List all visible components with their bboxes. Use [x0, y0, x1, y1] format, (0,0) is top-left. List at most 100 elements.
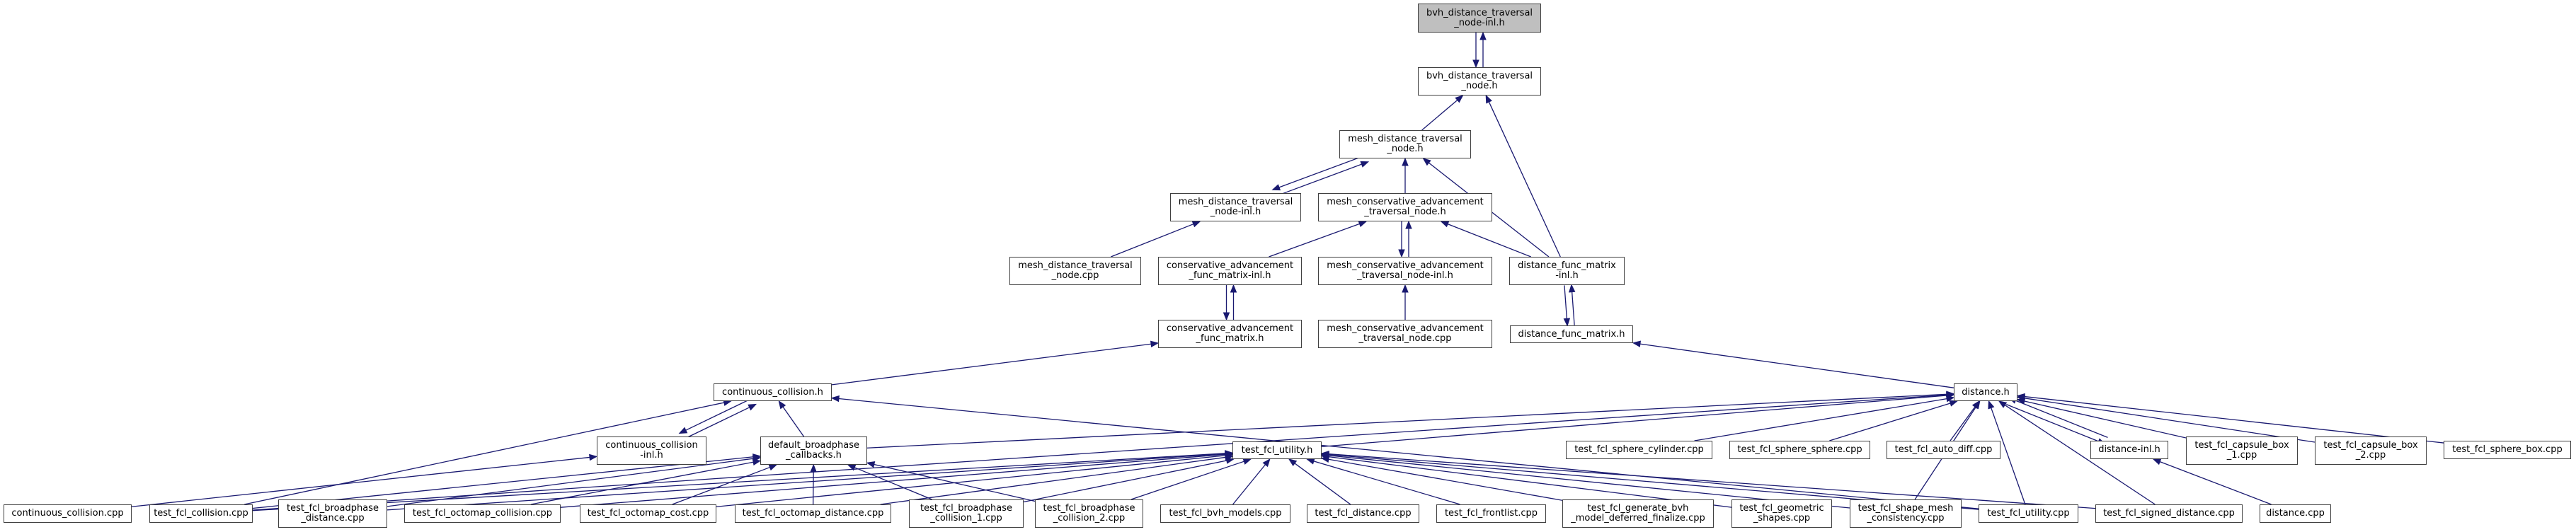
arrowhead-icon — [1998, 400, 2008, 408]
include-edge-signed_distance-to-distance_h — [2004, 404, 2156, 505]
include-edge-distance_h-to-dfm — [1639, 343, 1954, 388]
arrowhead-icon — [1440, 221, 1450, 228]
include-edge-collision_cpp-to-tfu_h — [252, 453, 1226, 511]
node-label-line: distance.cpp — [2266, 508, 2325, 519]
node-label-line: _func_matrix-inl.h — [1189, 270, 1271, 281]
node-distance-func-matrix-h[interactable]: distance_func_matrix.h — [1510, 325, 1633, 343]
include-edge-cc_h-to-cc_inl — [685, 397, 753, 431]
node-mesh-distance-traversal-node-cpp[interactable]: mesh_distance_traversal _node.cpp — [1009, 257, 1141, 285]
node-test-fcl-octomap-collision-cpp[interactable]: test_fcl_octomap_collision.cpp — [404, 504, 561, 523]
node-continuous-collision-cpp[interactable]: continuous_collision.cpp — [4, 504, 132, 523]
node-test-fcl-bvh-models-cpp[interactable]: test_fcl_bvh_models.cpp — [1160, 504, 1290, 523]
node-test-fcl-geometric-shapes-cpp[interactable]: test_fcl_geometric _shapes.cpp — [1731, 499, 1832, 528]
node-test-fcl-broadphase-collision-2-cpp[interactable]: test_fcl_broadphase _collision_2.cpp — [1035, 499, 1143, 528]
node-label-line: _traversal_node.cpp — [1358, 333, 1452, 344]
include-edge-ca_fm_inl-to-mesh_catn — [1269, 223, 1360, 258]
include-edge-octomap_cost-to-dbc — [672, 466, 770, 505]
node-test-fcl-distance-cpp[interactable]: test_fcl_distance.cpp — [1307, 504, 1419, 523]
node-label-line: _traversal_node-inl.h — [1357, 270, 1453, 281]
node-label-line: distance_func_matrix — [1518, 260, 1616, 271]
node-distance-cpp[interactable]: distance.cpp — [2260, 504, 2331, 523]
node-test-fcl-frontlist-cpp[interactable]: test_fcl_frontlist.cpp — [1436, 504, 1546, 523]
include-edge-octomap_cost-to-tfu_h — [716, 455, 1226, 507]
node-test-fcl-utility-cpp[interactable]: test_fcl_utility.cpp — [1979, 504, 2078, 523]
node-test-fcl-shape-mesh-consistency-cpp[interactable]: test_fcl_shape_mesh _consistency.cpp — [1850, 499, 1962, 528]
node-label-line: mesh_distance_traversal — [1178, 197, 1293, 207]
node-continuous-collision-inl-h[interactable]: continuous_collision -inl.h — [597, 436, 706, 465]
node-bvh-distance-traversal-node-h[interactable]: bvh_distance_traversal _node.h — [1418, 67, 1541, 96]
include-edge-bp_collision_1-to-dbc — [854, 467, 932, 500]
node-label-line: test_fcl_frontlist.cpp — [1444, 508, 1538, 519]
node-distance-func-matrix-inl-h[interactable]: distance_func_matrix -inl.h — [1509, 257, 1625, 285]
arrowhead-icon — [1568, 284, 1576, 293]
node-label-line: _model_deferred_finalize.cpp — [1571, 513, 1705, 524]
node-test-fcl-auto-diff-cpp[interactable]: test_fcl_auto_diff.cpp — [1887, 441, 2000, 459]
include-edge-tfu_h-to-distance_h — [1321, 395, 1947, 447]
arrowhead-icon — [1563, 318, 1571, 327]
node-test-fcl-sphere-cylinder-cpp[interactable]: test_fcl_sphere_cylinder.cpp — [1566, 441, 1712, 459]
node-test-fcl-broadphase-collision-1-cpp[interactable]: test_fcl_broadphase _collision_1.cpp — [909, 499, 1024, 528]
arrowhead-icon — [1949, 400, 1959, 407]
node-label-line: test_fcl_capsule_box — [2323, 440, 2418, 451]
include-edge-tfu_cpp-to-distance_h — [1991, 407, 2026, 505]
node-test-fcl-octomap-cost-cpp[interactable]: test_fcl_octomap_cost.cpp — [580, 504, 716, 523]
node-label-line: test_fcl_collision.cpp — [154, 508, 248, 519]
node-test-fcl-sphere-box-cpp[interactable]: test_fcl_sphere_box.cpp — [2444, 441, 2571, 459]
node-test-fcl-capsule-box-1-cpp[interactable]: test_fcl_capsule_box _1.cpp — [2186, 436, 2298, 465]
node-distance-inl-h[interactable]: distance-inl.h — [2090, 441, 2168, 459]
node-label-line: test_fcl_broadphase — [286, 503, 379, 514]
node-test-fcl-generate-bvh-model-deferred-finalize-cpp[interactable]: test_fcl_generate_bvh _model_deferred_fi… — [1562, 499, 1714, 528]
node-test-fcl-octomap-distance-cpp[interactable]: test_fcl_octomap_distance.cpp — [735, 504, 891, 523]
node-label-line: test_fcl_broadphase — [920, 503, 1012, 514]
node-mesh-conservative-advancement-traversal-node-cpp[interactable]: mesh_conservative_advancement _traversal… — [1318, 320, 1492, 348]
include-edge-dfm_inl-to-bvh_dtn — [1488, 101, 1561, 258]
arrowhead-icon — [2016, 393, 2025, 400]
node-label-line: _1.cpp — [2226, 450, 2257, 461]
node-mesh-distance-traversal-node-h[interactable]: mesh_distance_traversal _node.h — [1339, 130, 1471, 158]
node-mesh-conservative-advancement-traversal-node-h[interactable]: mesh_conservative_advancement _traversal… — [1318, 193, 1492, 221]
node-test-fcl-utility-h[interactable]: test_fcl_utility.h — [1232, 441, 1322, 459]
include-edge-shape_mesh-to-tfu_h — [1328, 455, 1850, 509]
node-distance-h[interactable]: distance.h — [1954, 383, 2017, 401]
node-test-fcl-collision-cpp[interactable]: test_fcl_collision.cpp — [149, 504, 253, 523]
node-test-fcl-sphere-sphere-cpp[interactable]: test_fcl_sphere_sphere.cpp — [1729, 441, 1870, 459]
node-test-fcl-broadphase-distance-cpp[interactable]: test_fcl_broadphase _distance.cpp — [278, 499, 387, 528]
arrowhead-icon — [1358, 221, 1368, 228]
arrowhead-icon — [1405, 220, 1412, 229]
include-edge-octomap_collision-to-tfu_h — [560, 453, 1226, 508]
node-conservative-advancement-func-matrix-h[interactable]: conservative_advancement _func_matrix.h — [1158, 320, 1302, 348]
arrowhead-icon — [1230, 284, 1237, 293]
node-label-line: test_fcl_signed_distance.cpp — [2103, 508, 2235, 519]
include-edge-dfm_inl-to-mesh_catn — [1447, 224, 1531, 258]
node-mesh-distance-traversal-node-inl-h[interactable]: mesh_distance_traversal _node-inl.h — [1170, 193, 1301, 221]
node-label-line: test_fcl_generate_bvh — [1587, 503, 1689, 514]
node-label-line: test_fcl_utility.cpp — [1987, 508, 2070, 519]
node-label-line: conservative_advancement — [1166, 260, 1294, 271]
node-test-fcl-signed-distance-cpp[interactable]: test_fcl_signed_distance.cpp — [2095, 504, 2243, 523]
include-edge-capsule2-to-distance_h — [2024, 398, 2315, 443]
include-edge-tfu_cpp-to-cc_h — [838, 398, 1979, 509]
include-edge-dfm_inl-to-dfm — [1564, 285, 1568, 319]
include-edge-bp_collision_2-to-tfu_h — [1130, 461, 1244, 500]
include-edge-octomap_distance-to-tfu_h — [880, 456, 1226, 505]
include-edge-distance_cpp-to-distance_inl — [2159, 461, 2272, 505]
node-conservative-advancement-func-matrix-inl-h[interactable]: conservative_advancement _func_matrix-in… — [1158, 257, 1302, 285]
node-default-broadphase-callbacks-h[interactable]: default_broadphase _callbacks.h — [760, 436, 867, 465]
node-label-line: _node-inl.h — [1210, 207, 1261, 217]
node-label-line: test_fcl_utility.h — [1241, 444, 1313, 456]
node-label-line: -inl.h — [1555, 270, 1579, 281]
node-test-fcl-capsule-box-2-cpp[interactable]: test_fcl_capsule_box _2.cpp — [2315, 436, 2427, 465]
include-edge-dbc-to-cc_h — [782, 406, 804, 437]
arrowhead-icon — [1225, 457, 1235, 464]
node-continuous-collision-h[interactable]: continuous_collision.h — [714, 383, 832, 401]
node-label-line: test_fcl_capsule_box — [2194, 440, 2289, 451]
node-mesh-conservative-advancement-traversal-node-inl-h[interactable]: mesh_conservative_advancement _traversal… — [1318, 257, 1492, 285]
node-label-line: continuous_collision — [605, 440, 698, 451]
node-label-line: mesh_conservative_advancement — [1327, 197, 1484, 207]
include-edge-sphere_sphere-to-distance_h — [1829, 403, 1951, 441]
arrowhead-icon — [830, 395, 840, 403]
node-label-line: test_fcl_octomap_collision.cpp — [412, 508, 553, 519]
node-label-line: _node.cpp — [1051, 270, 1099, 281]
